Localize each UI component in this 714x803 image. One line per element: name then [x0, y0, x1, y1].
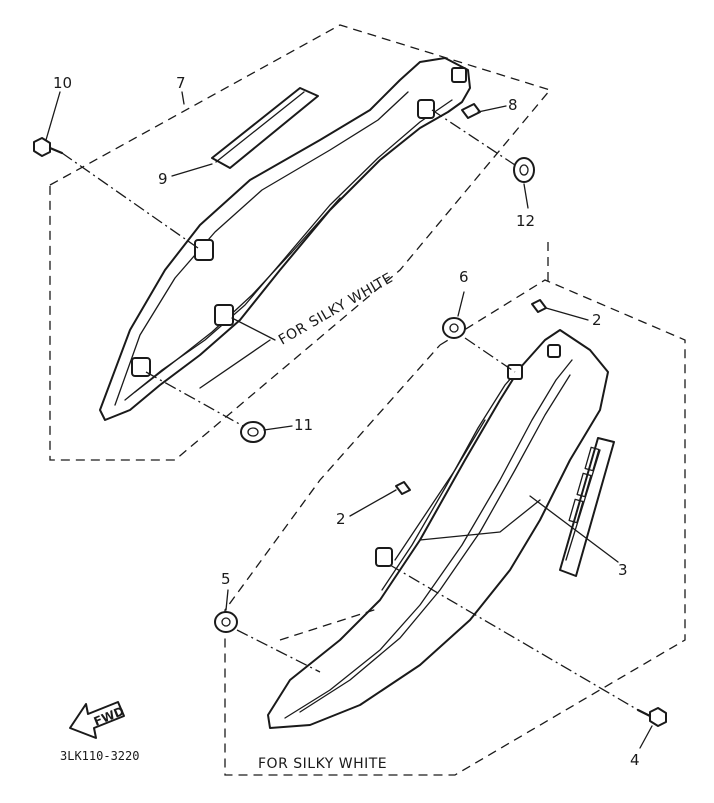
alignment-line — [199, 339, 271, 389]
lower-assembly-group — [214, 242, 686, 776]
bolt-part-10 — [33, 137, 64, 157]
clip-part-8 — [461, 103, 481, 119]
part-label-2-lower: 2 — [336, 510, 346, 528]
bolt-part-4 — [636, 707, 667, 727]
pad-part-2-lower — [395, 481, 411, 495]
alignment-line — [464, 337, 516, 373]
part-label-6: 6 — [459, 268, 469, 286]
part-label-8: 8 — [508, 96, 518, 114]
grommet-part-11 — [240, 421, 266, 443]
forward-arrow: FWD — [69, 701, 126, 739]
part-labels: 10 7 8 9 12 11 6 2 2 3 5 4 — [45, 74, 653, 769]
pad-part-2-upper — [531, 299, 547, 313]
part-label-5: 5 — [221, 570, 231, 588]
alignment-line — [279, 607, 381, 641]
alignment-line — [231, 317, 276, 341]
emblem-decal-part — [559, 437, 615, 577]
part-label-4: 4 — [630, 751, 640, 769]
part-label-2-upper: 2 — [592, 311, 602, 329]
grommet-part-6 — [442, 317, 466, 339]
alignment-line — [145, 371, 244, 427]
stripe-decal-part — [211, 87, 319, 169]
tail-cover-part — [99, 57, 471, 421]
part-label-7: 7 — [176, 74, 186, 92]
side-cover-part — [267, 329, 609, 729]
alignment-line — [389, 564, 639, 711]
part-label-9: 9 — [158, 170, 168, 188]
lower-group-boundary — [224, 279, 686, 776]
part-label-11: 11 — [294, 416, 313, 434]
upper-color-note: FOR SILKY WHITE — [276, 270, 396, 348]
upper-group-boundary — [49, 24, 552, 461]
alignment-line — [236, 629, 321, 673]
reference-code: 3LK110-3220 — [60, 749, 139, 763]
alignment-line — [61, 152, 199, 249]
part-label-12: 12 — [516, 212, 535, 230]
lower-color-note: FOR SILKY WHITE — [258, 756, 387, 772]
part-label-3: 3 — [618, 561, 628, 579]
part-label-10: 10 — [53, 74, 72, 92]
grommet-part-5 — [214, 611, 238, 633]
alignment-line — [431, 109, 516, 166]
grommet-part-12 — [513, 157, 535, 183]
upper-assembly-group — [33, 24, 552, 461]
